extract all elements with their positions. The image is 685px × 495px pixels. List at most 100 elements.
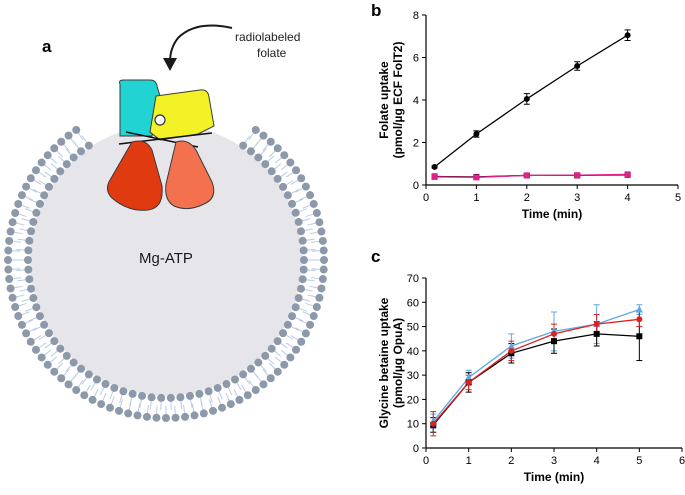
chart-c-y-tick-label: 30	[407, 370, 419, 382]
lipid-tail	[146, 404, 149, 413]
lipid-tail	[295, 187, 303, 193]
lipid-head-inner	[40, 191, 49, 200]
lipid-tail	[44, 164, 52, 171]
lipid-head-inner	[62, 160, 71, 169]
chart-b-y-tick-label: 0	[413, 180, 419, 192]
chart-b-x-tick-label: 4	[625, 192, 631, 204]
lipid-tail	[310, 240, 319, 243]
lipid-head-inner	[267, 167, 276, 176]
chart-c-series-2-point	[593, 330, 600, 337]
lipid-tail	[190, 399, 193, 408]
lipid-tail	[248, 379, 254, 388]
lipid-head-inner	[299, 246, 308, 255]
lipid-head-outer	[226, 400, 235, 409]
lipid-head-inner	[147, 393, 156, 402]
lipid-head-outer	[235, 395, 244, 404]
lipid-head-outer	[266, 374, 275, 383]
lipid-bilayer	[4, 125, 328, 422]
lipid-tail	[244, 135, 251, 143]
lipid-head-outer	[26, 174, 35, 183]
lipid-head-outer	[72, 125, 81, 134]
chart-c-y-tick-label: 20	[407, 394, 419, 406]
lipid-head-outer	[142, 412, 151, 421]
lipid-tail	[17, 238, 26, 241]
lipid-head-outer	[8, 218, 17, 227]
lipid-tail	[73, 371, 79, 379]
lipid-head-outer	[318, 275, 327, 284]
lipid-tail	[16, 249, 25, 251]
chart-c-x-tick-label: 5	[636, 455, 642, 467]
lipid-head-outer	[319, 265, 328, 274]
chart-b-points	[431, 32, 631, 181]
lipid-head-outer	[315, 293, 324, 302]
lipid-tail	[18, 302, 27, 307]
lipid-head-outer	[6, 227, 15, 236]
lipid-head-outer	[259, 380, 268, 389]
chart-b-y-tick-label: 8	[413, 10, 419, 22]
lipid-head-inner	[279, 182, 288, 191]
lipid-head-outer	[14, 312, 23, 321]
lipid-tail	[302, 204, 311, 209]
lipid-tail	[18, 213, 27, 218]
lipid-tail	[217, 396, 222, 405]
lipid-head-outer	[37, 353, 46, 362]
lipid-head-outer	[317, 227, 326, 236]
lipid-tail	[56, 150, 64, 158]
lipid-head-outer	[22, 329, 31, 338]
lipid-tail	[262, 368, 269, 376]
lipid-head-outer	[31, 166, 40, 175]
lipid-head-inner	[239, 141, 248, 150]
chart-b-x-tick-label: 1	[473, 192, 479, 204]
lipid-tail	[267, 155, 275, 162]
lipid-head-outer	[50, 144, 59, 153]
chart-b-x-tick-label: 5	[675, 192, 681, 204]
chart-c-lines	[432, 308, 640, 426]
lipid-head-outer	[297, 337, 306, 346]
lipid-tail	[295, 317, 304, 322]
lipid-tail	[280, 349, 288, 356]
lipid-head-inner	[93, 375, 101, 384]
lipid-head-outer	[80, 391, 89, 400]
chart-c-y-tick-label: 0	[413, 443, 419, 455]
chart-c-series-2-point	[551, 338, 557, 345]
lipid-tail	[310, 277, 319, 280]
chart-c-series-1-point	[507, 342, 515, 349]
lipid-tail	[19, 228, 28, 231]
chart-c-y-tick-label: 70	[407, 273, 419, 285]
chart-c-x-tick-label: 2	[508, 455, 514, 467]
lipid-head-inner	[176, 393, 185, 402]
lipid-head-inner	[291, 208, 300, 217]
liposome	[4, 124, 328, 422]
lipid-head-inner	[44, 329, 53, 338]
lipid-head-inner	[166, 393, 175, 402]
lipid-tail	[286, 180, 294, 186]
lipid-head-outer	[320, 256, 328, 264]
lipid-tail	[305, 302, 314, 307]
lipid-head-inner	[298, 275, 307, 284]
lipid-head-outer	[306, 320, 315, 329]
lipid-head-inner	[296, 227, 305, 236]
atpase-domain-dark	[106, 140, 163, 211]
lipid-tail	[65, 365, 72, 372]
lipid-head-inner	[157, 393, 166, 402]
lipid-head-outer	[97, 400, 106, 409]
lipid-head-inner	[77, 364, 86, 373]
lipid-tail	[119, 394, 123, 403]
lipid-head-outer	[5, 275, 14, 284]
lipid-tail	[299, 308, 308, 312]
lipid-tail	[248, 132, 254, 141]
chart-b-series-3-line	[434, 173, 628, 178]
chart-c-y-tick-label: 40	[407, 346, 419, 358]
lipid-head-outer	[22, 182, 31, 191]
lipid-tail	[262, 144, 269, 152]
lipid-head-outer	[133, 411, 142, 420]
lipid-head-outer	[292, 166, 301, 175]
lipid-head-inner	[119, 387, 128, 396]
lipid-head-inner	[138, 391, 147, 400]
lipid-tail	[285, 342, 294, 348]
chart-c-error-bars	[430, 304, 643, 437]
chart-b-series-3-point	[431, 173, 438, 180]
lipid-head-outer	[315, 218, 324, 227]
